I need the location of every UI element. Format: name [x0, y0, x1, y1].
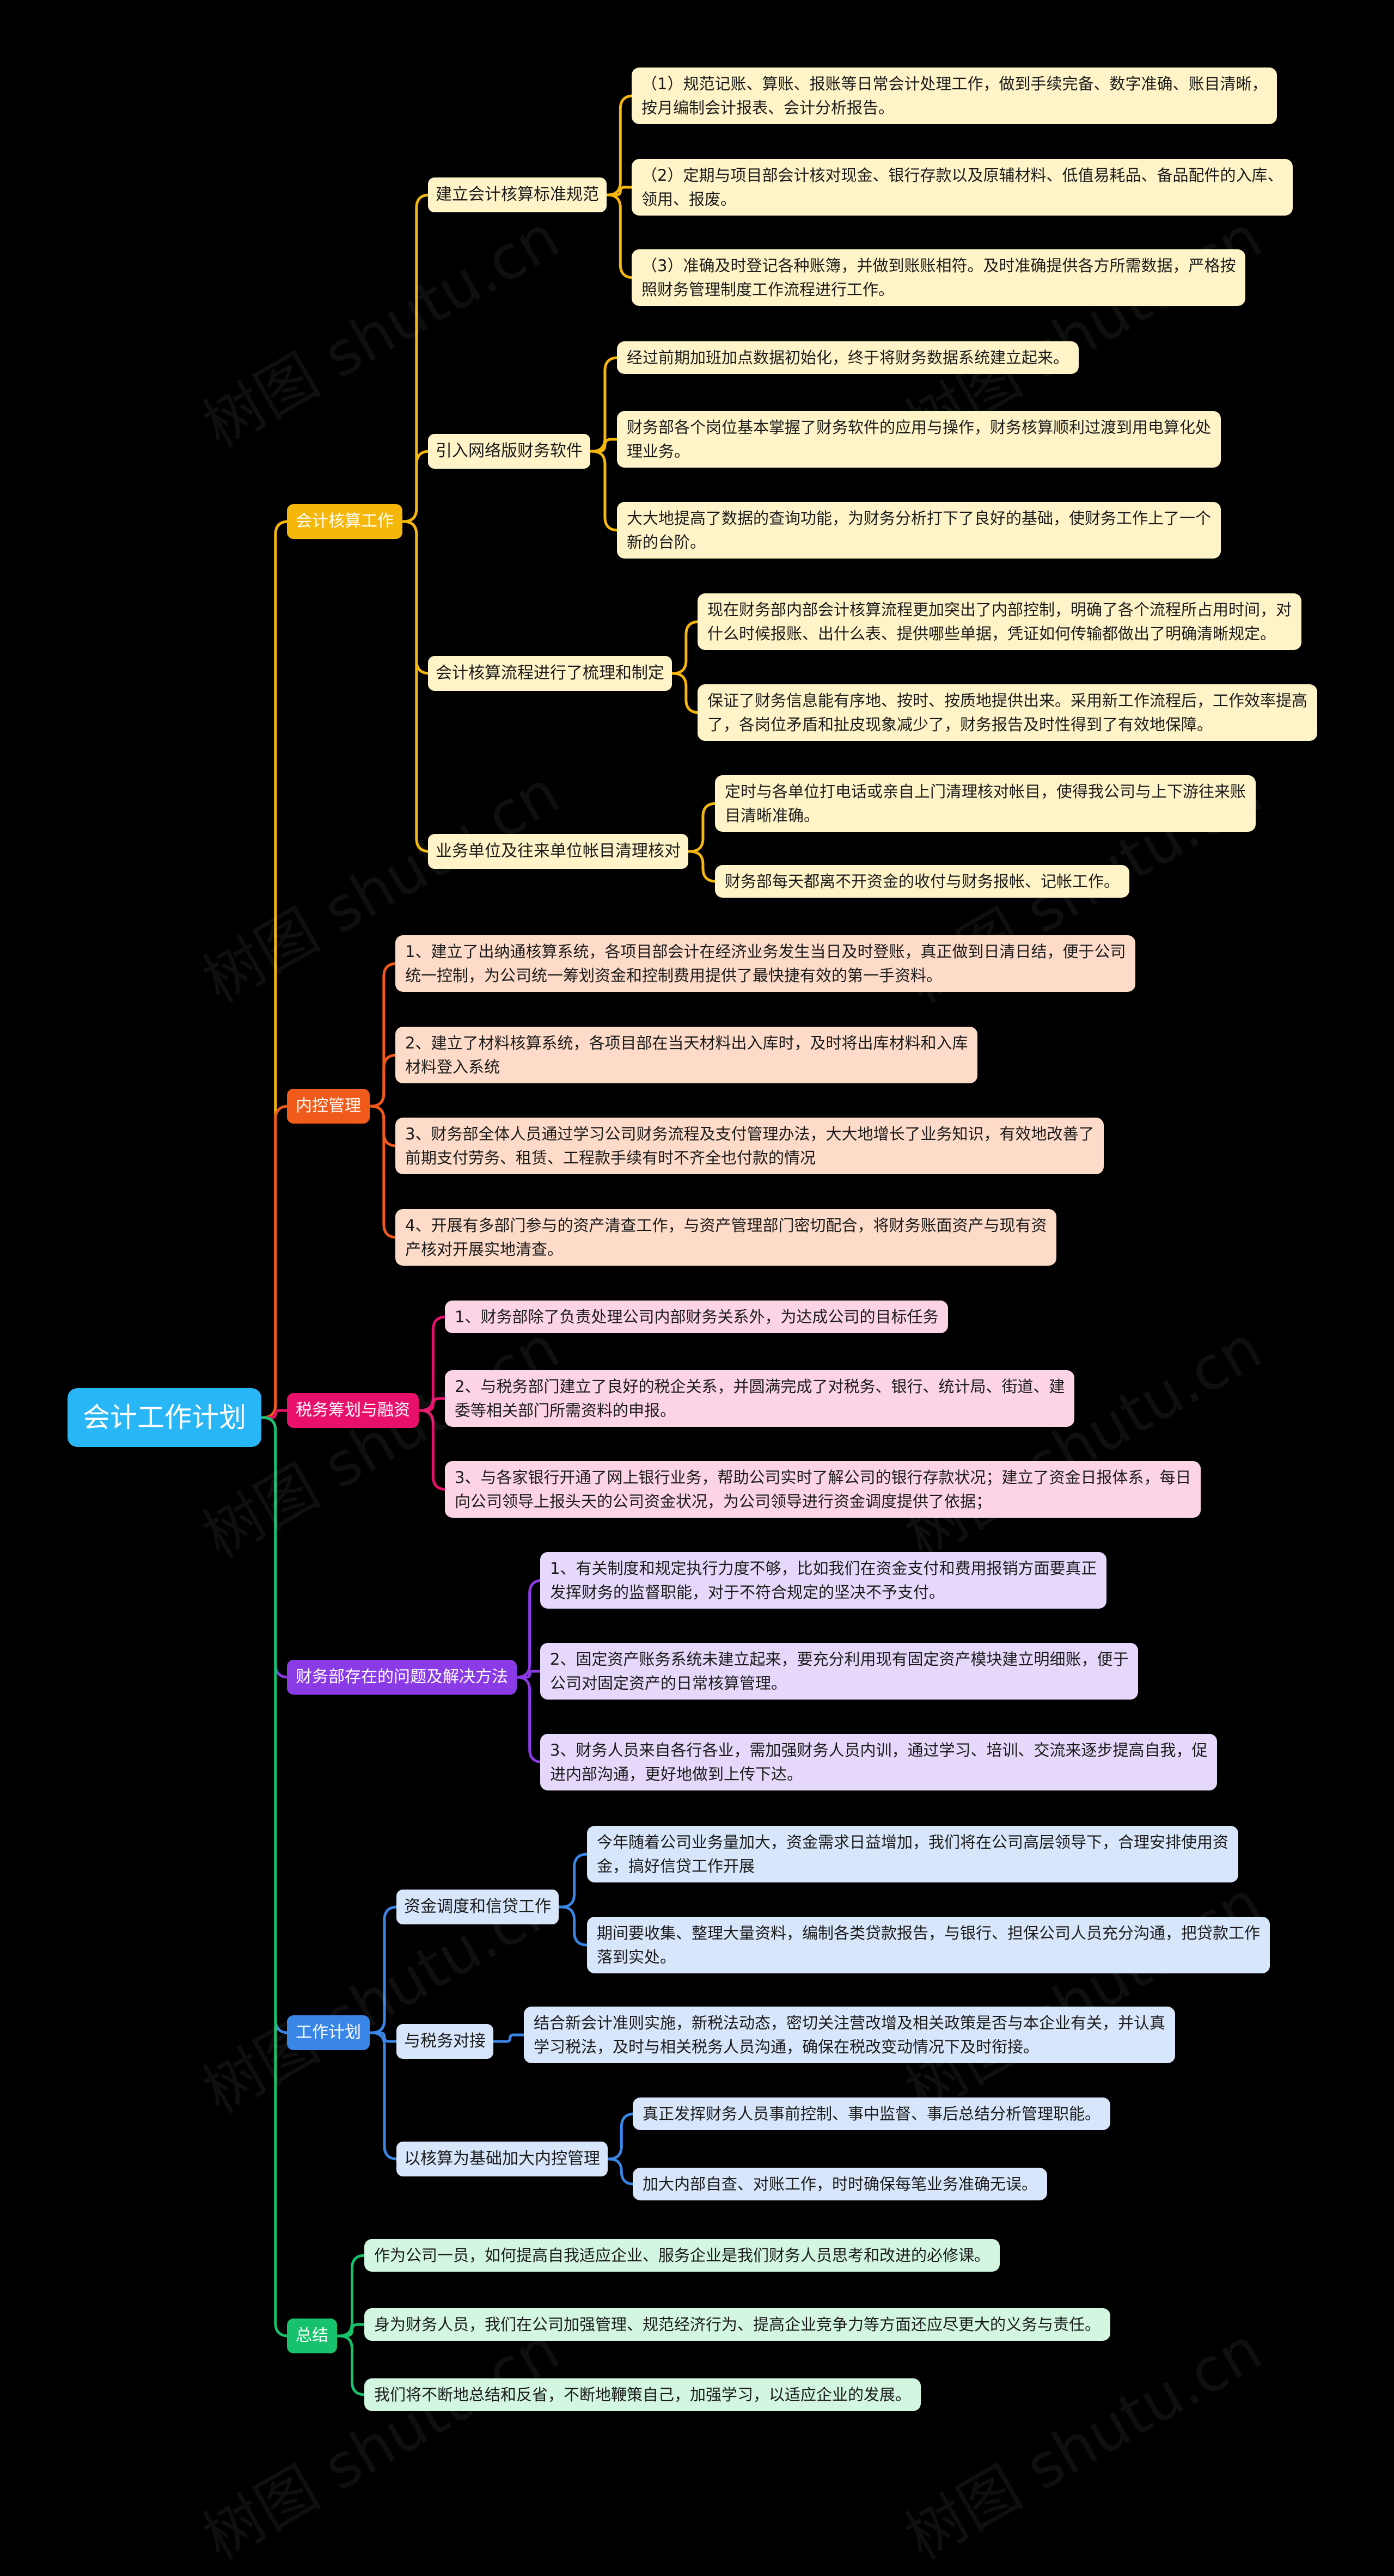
leaf-item[interactable]: （2）定期与项目部会计核对现金、银行存款以及原辅材料、低值易耗品、备品配件的入库… [632, 159, 1293, 216]
leaf-item[interactable]: 作为公司一员，如何提高自我适应企业、服务企业是我们财务人员思考和改进的必修课。 [364, 2239, 1000, 2272]
leaf-item[interactable]: 1、建立了出纳通核算系统，各项目部会计在经济业务发生当日及时登账，真正做到日清日… [395, 935, 1136, 992]
leaf-item[interactable]: 1、有关制度和规定执行力度不够，比如我们在资金支付和费用报销方面要真正 发挥财务… [540, 1552, 1107, 1609]
leaf-item[interactable]: 3、财务部全体人员通过学习公司财务流程及支付管理办法，大大地增长了业务知识，有效… [395, 1118, 1104, 1174]
connector [589, 438, 619, 453]
category-tax-financing[interactable]: 税务筹划与融资 [287, 1393, 419, 1428]
leaf-item[interactable]: 2、与税务部门建立了良好的税企关系，并圆满完成了对税务、银行、统计局、街道、建 … [445, 1370, 1075, 1427]
category-work-plan[interactable]: 工作计划 [287, 2015, 370, 2050]
leaf-item[interactable]: 定时与各单位打电话或亲自上门清理核对帐目，使得我公司与上下游往来账 目清晰准确。 [715, 775, 1256, 832]
connector [401, 450, 430, 523]
connector [417, 1409, 447, 1491]
leaf-item[interactable]: 财务部各个岗位基本掌握了财务软件的应用与操作，财务核算顺利过渡到用电算化处 理业… [617, 411, 1221, 468]
connector [368, 1905, 398, 2034]
leaf-item[interactable]: 2、建立了材料核算系统，各项目部在当天材料出入库时，及时将出库材料和入库 材料登… [395, 1027, 978, 1083]
leaf-item[interactable]: 结合新会计准则实施，新税法动态，密切关注营改增及相关政策是否与本企业有关，并认真… [524, 2007, 1176, 2063]
leaf-item[interactable]: （3）准确及时登记各种账簿，并做到账账相符。及时准确提供各方所需数据，严格按 照… [632, 249, 1246, 306]
subtopic-account-reconciliation[interactable]: 业务单位及往来单位帐目清理核对 [428, 834, 688, 869]
mindmap-connectors [260, 94, 717, 2396]
connector [417, 1397, 447, 1412]
connector [515, 1579, 543, 1679]
connector [417, 1315, 447, 1412]
leaf-item[interactable]: 3、与各家银行开通了网上银行业务，帮助公司实时了解公司的银行存款状况；建立了资金… [445, 1461, 1201, 1518]
subtopic-funds-credit[interactable]: 资金调度和信贷工作 [396, 1890, 559, 1924]
leaf-item[interactable]: 2、固定资产账务系统未建立起来，要充分利用现有固定资产模块建立明细账，便于 公司… [540, 1643, 1139, 1700]
leaf-item[interactable]: 4、开展有多部门参与的资产清查工作，与资产管理部门密切配合，将财务账面资产与现有… [395, 1209, 1057, 1266]
connector [401, 520, 430, 853]
subtopic-network-software[interactable]: 引入网络版财务软件 [428, 434, 590, 469]
leaf-item[interactable]: 财务部每天都离不开资金的收付与财务报帐、记帐工作。 [715, 865, 1130, 898]
category-accounting[interactable]: 会计核算工作 [287, 504, 402, 539]
connector [589, 356, 619, 453]
leaf-item[interactable]: 今年随着公司业务量加大，资金需求日益增加，我们将在公司高层领导下，合理安排使用资… [587, 1826, 1239, 1882]
connector [687, 802, 717, 853]
connector [605, 94, 634, 197]
subtopic-accounting-standards[interactable]: 建立会计核算标准规范 [428, 177, 607, 212]
connector [670, 672, 699, 714]
leaf-item[interactable]: 大大地提高了数据的查询功能，为财务分析打下了良好的基础，使财务工作上了一个 新的… [617, 502, 1221, 559]
category-problems-solutions[interactable]: 财务部存在的问题及解决方法 [287, 1660, 517, 1695]
leaf-item[interactable]: 我们将不断地总结和反省，不断地鞭策自己，加强学习，以适应企业的发展。 [364, 2378, 921, 2411]
leaf-item[interactable]: 身为财务人员，我们在公司加强管理、规范经济行为、提高企业竞争力等方面还应尽更大的… [364, 2308, 1111, 2341]
subtopic-internal-control[interactable]: 以核算为基础加大内控管理 [396, 2142, 608, 2176]
leaf-item[interactable]: （1）规范记账、算账、报账等日常会计处理工作，做到手续完备、数字准确、账目清晰，… [632, 68, 1277, 124]
leaf-item[interactable]: 真正发挥财务人员事前控制、事中监督、事后总结分析管理职能。 [633, 2097, 1111, 2130]
connector [605, 186, 633, 197]
subtopic-accounting-process[interactable]: 会计核算流程进行了梳理和制定 [428, 656, 672, 691]
connector [589, 450, 619, 532]
leaf-item[interactable]: 加大内部自查、对账工作，时时确保每笔业务准确无误。 [633, 2168, 1048, 2200]
leaf-item[interactable]: 保证了财务信息能有序地、按时、按质地提供出来。采用新工作流程后，工作效率提高 了… [698, 684, 1318, 741]
subtopic-tax-liaison[interactable]: 与税务对接 [396, 2024, 493, 2059]
connector [368, 2031, 398, 2161]
connector [260, 1416, 289, 2338]
connector [687, 850, 717, 883]
connector [605, 193, 634, 279]
connector [260, 1105, 289, 1419]
category-summary[interactable]: 总结 [287, 2319, 337, 2353]
connector [335, 2334, 366, 2396]
root-topic[interactable]: 会计工作计划 [68, 1388, 261, 1447]
connector [335, 2323, 366, 2338]
connector [368, 1053, 397, 1108]
leaf-item[interactable]: 3、财务人员来自各行各业，需加强财务人员内训，通过学习、培训、交流来逐步提高自我… [540, 1734, 1218, 1790]
category-internal-control[interactable]: 内控管理 [287, 1089, 370, 1124]
connector [515, 1670, 542, 1679]
connector [557, 1905, 589, 1947]
connector [368, 1105, 397, 1239]
connector [260, 1409, 289, 1419]
connector [368, 2031, 398, 2043]
connector [557, 1853, 589, 1909]
leaf-item[interactable]: 经过前期加班加点数据初始化，终于将财务数据系统建立起来。 [617, 341, 1079, 374]
connector [670, 620, 699, 675]
connector [515, 1676, 543, 1764]
leaf-item[interactable]: 1、财务部除了负责处理公司内部财务关系外，为达成公司的目标任务 [445, 1301, 949, 1333]
leaf-item[interactable]: 现在财务部内部会计核算流程更加突出了内部控制，明确了各个流程所占用时间，对 什么… [698, 593, 1302, 650]
connector [492, 2033, 525, 2043]
connector [606, 2112, 635, 2161]
connector [606, 2157, 634, 2186]
leaf-item[interactable]: 期间要收集、整理大量资料，编制各类贷款报告，与银行、担保公司人员充分沟通，把贷款… [587, 1917, 1270, 1973]
